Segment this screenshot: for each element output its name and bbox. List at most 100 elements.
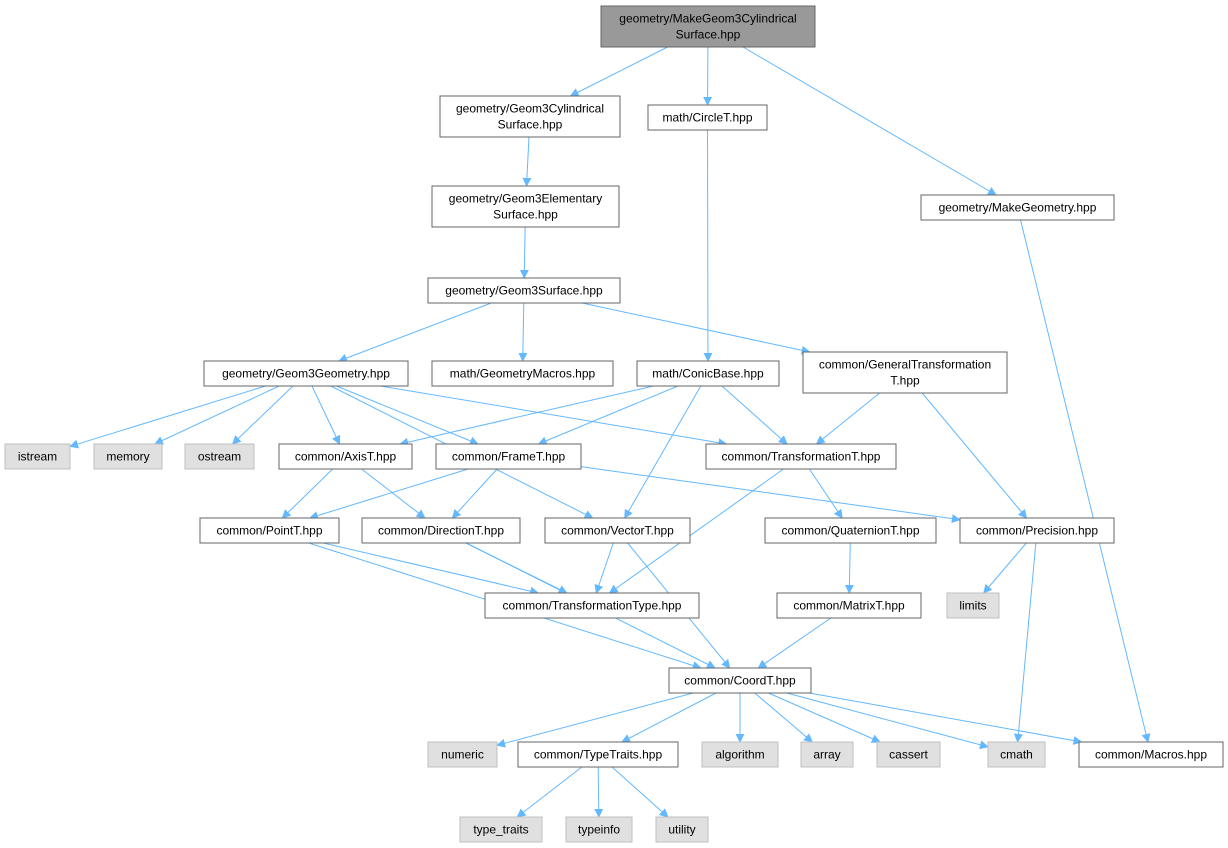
node-g3geom[interactable]: geometry/Geom3Geometry.hpp <box>203 360 409 387</box>
edge-g3geom-to-axis <box>311 385 341 445</box>
node-box <box>920 194 1115 221</box>
node-label: geometry/Geom3Elementary <box>449 192 602 206</box>
node-box <box>701 741 779 768</box>
edge-g3geom-to-ostream <box>231 385 294 445</box>
node-label: common/PointT.hpp <box>216 524 322 538</box>
edge-typetraits-to-typeinfo <box>594 766 604 818</box>
node-box <box>802 351 1008 394</box>
node-label: memory <box>106 450 149 464</box>
node-g3surf[interactable]: geometry/Geom3Surface.hpp <box>427 277 621 304</box>
node-box <box>203 360 409 387</box>
edge-g3geom-to-frame <box>336 385 479 446</box>
edge-conic-to-frame <box>537 385 679 446</box>
edge-makegeom-to-macros <box>1020 219 1151 743</box>
node-label: math/ConicBase.hpp <box>652 367 764 381</box>
node-box <box>517 741 679 768</box>
node-geommacros[interactable]: math/GeometryMacros.hpp <box>431 360 614 387</box>
node-box <box>655 816 709 843</box>
node-label: common/CoordT.hpp <box>684 674 796 688</box>
edge-coord-to-typetraits <box>621 692 717 743</box>
node-label: common/TransformationT.hpp <box>722 450 881 464</box>
node-label: algorithm <box>715 748 764 762</box>
node-vector[interactable]: common/VectorT.hpp <box>544 517 691 544</box>
node-box <box>427 741 498 768</box>
edge-g3geom-to-memory <box>153 385 280 445</box>
edge-frame-to-point <box>309 468 469 520</box>
node-box <box>959 517 1115 544</box>
nodes: geometry/MakeGeom3CylindricalSurface.hpp… <box>4 5 1224 843</box>
node-type_traits: type_traits <box>459 816 543 843</box>
node-box <box>439 95 621 138</box>
edge-root-to-g3cyl <box>569 46 668 97</box>
node-array: array <box>800 741 854 768</box>
node-quat[interactable]: common/QuaternionT.hpp <box>764 517 937 544</box>
node-utility: utility <box>655 816 709 843</box>
node-label: common/DirectionT.hpp <box>378 524 504 538</box>
node-box <box>93 443 163 470</box>
node-label: geometry/Geom3Cylindrical <box>456 102 604 116</box>
edge-g3geom-to-istream <box>69 385 266 449</box>
node-axis[interactable]: common/AxisT.hpp <box>278 443 413 470</box>
node-box <box>876 741 941 768</box>
edge-axis-to-point <box>281 468 334 519</box>
edge-g3elem-to-g3surf <box>519 226 529 279</box>
node-precision[interactable]: common/Precision.hpp <box>959 517 1115 544</box>
node-frame[interactable]: common/FrameT.hpp <box>435 443 582 470</box>
edge-coord-to-cmath <box>786 692 989 750</box>
edge-vector-to-transtype <box>594 542 614 594</box>
node-label: Surface.hpp <box>493 208 558 222</box>
node-label: istream <box>18 450 57 464</box>
node-typetraits[interactable]: common/TypeTraits.hpp <box>517 741 679 768</box>
edge-typetraits-to-type_traits <box>516 766 583 818</box>
node-coord[interactable]: common/CoordT.hpp <box>668 667 812 694</box>
node-transT[interactable]: common/TransformationT.hpp <box>705 443 897 470</box>
node-transtype[interactable]: common/TransformationType.hpp <box>484 592 700 619</box>
node-cassert: cassert <box>876 741 941 768</box>
node-box <box>565 816 633 843</box>
node-conic[interactable]: math/ConicBase.hpp <box>636 360 780 387</box>
node-label: math/GeometryMacros.hpp <box>450 367 596 381</box>
node-box <box>431 360 614 387</box>
node-numeric: numeric <box>427 741 498 768</box>
edge-matrix-to-coord <box>757 617 832 669</box>
node-label: common/GeneralTransformation <box>819 358 991 372</box>
node-box <box>484 592 700 619</box>
node-label: Surface.hpp <box>676 28 741 42</box>
edge-frame-to-precision <box>580 466 961 524</box>
node-label: Surface.hpp <box>498 118 563 132</box>
node-box <box>987 741 1046 768</box>
node-label: common/MatrixT.hpp <box>793 599 905 613</box>
edge-precision-to-limits <box>983 542 1027 594</box>
node-cmath: cmath <box>987 741 1046 768</box>
edge-typetraits-to-utility <box>611 766 669 818</box>
edge-coord-to-array <box>754 692 813 743</box>
node-ostream: ostream <box>184 443 255 470</box>
edge-gentrans-to-precision <box>921 392 1028 519</box>
node-makegeom[interactable]: geometry/MakeGeometry.hpp <box>920 194 1115 221</box>
node-box <box>184 443 255 470</box>
node-direction[interactable]: common/DirectionT.hpp <box>361 517 521 544</box>
node-matrix[interactable]: common/MatrixT.hpp <box>776 592 922 619</box>
node-label: common/TransformationType.hpp <box>503 599 682 613</box>
edge-coord-to-macros <box>809 692 1083 745</box>
node-macros[interactable]: common/Macros.hpp <box>1078 741 1224 768</box>
node-label: common/FrameT.hpp <box>452 450 566 464</box>
node-point[interactable]: common/PointT.hpp <box>199 517 340 544</box>
node-circle[interactable]: math/CircleT.hpp <box>647 104 768 131</box>
edge-precision-to-cmath <box>1013 542 1037 743</box>
node-label: cassert <box>889 748 928 762</box>
node-box <box>1078 741 1224 768</box>
node-label: limits <box>959 599 986 613</box>
edge-conic-to-transT <box>721 385 788 445</box>
node-box <box>361 517 521 544</box>
node-label: cmath <box>1000 748 1033 762</box>
node-box <box>705 443 897 470</box>
edge-point-to-transtype <box>323 542 540 596</box>
node-label: geometry/Geom3Surface.hpp <box>445 284 603 298</box>
edge-coord-to-cassert <box>768 692 881 743</box>
